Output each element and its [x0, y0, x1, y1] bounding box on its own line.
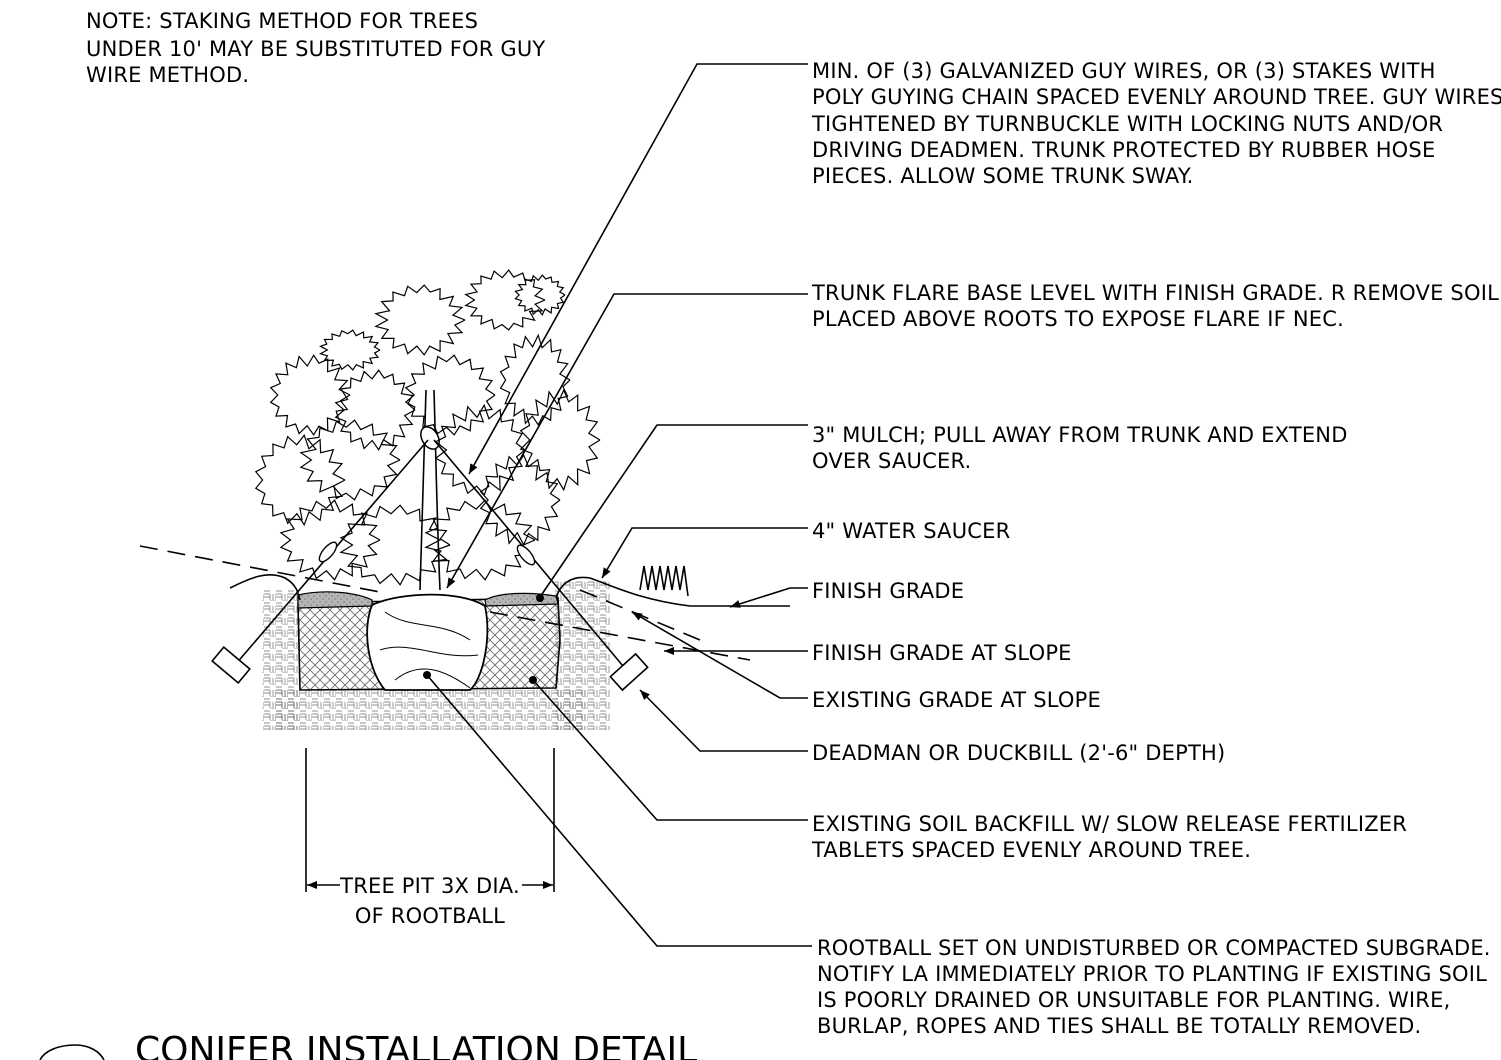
callout-trunk-flare: TRUNK FLARE BASE LEVEL WITH FINISH GRADE… [811, 281, 1499, 331]
callout-deadman: DEADMAN OR DUCKBILL (2'-6" DEPTH) [812, 741, 1225, 765]
callout-mulch: 3" MULCH; PULL AWAY FROM TRUNK AND EXTEN… [812, 423, 1348, 473]
callout-guy-wires: MIN. OF (3) GALVANIZED GUY WIRES, OR (3)… [811, 59, 1501, 188]
existing-soil [262, 580, 610, 730]
guy-wires-line-5: PIECES. ALLOW SOME TRUNK SWAY. [812, 164, 1194, 188]
foliage-cluster [299, 419, 401, 501]
tree-pit-dimension: TREE PIT 3X DIA. OF ROOTBALL [305, 748, 555, 928]
water-saucer-berm [229, 573, 301, 601]
trunk-flare-line-1: TRUNK FLARE BASE LEVEL WITH FINISH GRADE… [811, 281, 1499, 305]
dimension-line-1: TREE PIT 3X DIA. [339, 874, 520, 898]
dimension-line-2: OF ROOTBALL [355, 904, 505, 928]
callout-existing-grade-slope: EXISTING GRADE AT SLOPE [812, 688, 1101, 712]
foliage-cluster [464, 269, 546, 331]
note-line-1: NOTE: STAKING METHOD FOR TREES [86, 9, 478, 33]
backfill-line-2: TABLETS SPACED EVENLY AROUND TREE. [811, 838, 1251, 862]
foliage-cluster [479, 453, 561, 547]
foliage-cluster [514, 274, 566, 317]
slope-line-left [139, 545, 381, 593]
callout-rootball: ROOTBALL SET ON UNDISTURBED OR COMPACTED… [817, 936, 1491, 1038]
rootball-line-3: IS POORLY DRAINED OR UNSUITABLE FOR PLAN… [817, 988, 1450, 1012]
rootball-line-4: BURLAP, ROPES AND TIES SHALL BE TOTALLY … [817, 1014, 1421, 1038]
note-line-3: WIRE METHOD. [86, 63, 249, 87]
callout-backfill: EXISTING SOIL BACKFILL W/ SLOW RELEASE F… [811, 812, 1407, 862]
guy-wire-assembly [211, 439, 649, 692]
mulch-line-1: 3" MULCH; PULL AWAY FROM TRUNK AND EXTEN… [812, 423, 1348, 447]
rootball-line-1: ROOTBALL SET ON UNDISTURBED OR COMPACTED… [817, 936, 1491, 960]
foliage-cluster [434, 403, 526, 496]
staking-note: NOTE: STAKING METHOD FOR TREES UNDER 10'… [86, 9, 545, 87]
deadman-left [211, 646, 251, 684]
mulch-line-2: OVER SAUCER. [812, 449, 971, 473]
foliage-cluster [334, 369, 416, 451]
foliage-cluster [519, 388, 601, 492]
foliage-cluster [269, 354, 351, 436]
foliage-cluster [424, 499, 536, 581]
detail-title: CONIFER INSTALLATION DETAIL [135, 1030, 697, 1060]
callout-finish-grade-slope: FINISH GRADE AT SLOPE [812, 641, 1072, 665]
existing-grade-slope-line [489, 611, 751, 661]
guy-wires-line-1: MIN. OF (3) GALVANIZED GUY WIRES, OR (3)… [812, 59, 1436, 83]
foliage-cluster [279, 499, 381, 581]
trunk-flare-line-2: PLACED ABOVE ROOTS TO EXPOSE FLARE IF NE… [812, 307, 1344, 331]
guy-wires-line-3: TIGHTENED BY TURNBUCKLE WITH LOCKING NUT… [811, 112, 1443, 136]
foliage-cluster [499, 333, 571, 426]
detail-bubble [39, 1044, 105, 1060]
rootball-line-2: NOTIFY LA IMMEDIATELY PRIOR TO PLANTING … [817, 962, 1487, 986]
backfill-line-1: EXISTING SOIL BACKFILL W/ SLOW RELEASE F… [812, 812, 1407, 836]
foliage-cluster [254, 433, 346, 527]
mulch-layer [297, 591, 559, 609]
leader-lines [423, 63, 812, 947]
conifer-foliage [254, 269, 601, 586]
finish-grade-line [555, 576, 790, 607]
foliage-cluster [374, 284, 466, 356]
guy-wires-line-2: POLY GUYING CHAIN SPACED EVENLY AROUND T… [812, 85, 1501, 109]
deadman-right [609, 652, 649, 692]
rootball-burlap [379, 611, 479, 689]
foliage-cluster [339, 504, 451, 586]
detail-title-block: CONIFER INSTALLATION DETAIL [39, 1030, 697, 1060]
callout-finish-grade: FINISH GRADE [812, 579, 964, 603]
callout-water-saucer: 4" WATER SAUCER [812, 519, 1010, 543]
foliage-cluster [318, 329, 381, 371]
note-line-2: UNDER 10' MAY BE SUBSTITUTED FOR GUY [86, 37, 545, 61]
grass-tuft [639, 565, 689, 597]
foliage-cluster [404, 354, 496, 436]
guy-wires-line-4: DRIVING DEADMEN. TRUNK PROTECTED BY RUBB… [812, 138, 1435, 162]
